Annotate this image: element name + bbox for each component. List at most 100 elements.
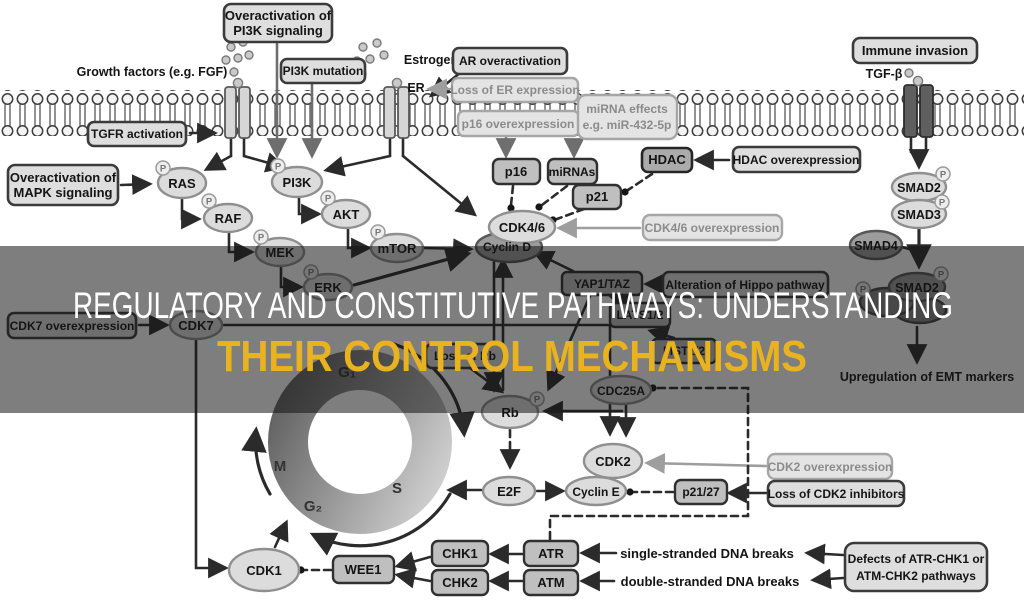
akt-node [320, 198, 372, 230]
cdk2-overexpression-label: CDK2 overexpression [768, 460, 893, 474]
pi3k-node [270, 165, 324, 199]
atr-label: ATR [538, 546, 564, 561]
p-badge-raf: P [201, 193, 217, 209]
overact-mapk-box [6, 163, 120, 207]
banner-title-line1: REGULATORY AND CONSTITUTIVE PATHWAYS: UN… [73, 285, 953, 326]
ar-overactivation-box [451, 46, 569, 76]
edge-er-cdk46 [401, 154, 478, 217]
smad3-node [890, 198, 948, 230]
edge-hdac-p21-inhibit [626, 172, 654, 192]
immune-invasion-label: Immune invasion [862, 43, 968, 58]
overact-mapk-line1: Overactivation of [10, 170, 117, 185]
p21-label: p21 [586, 189, 608, 204]
inhibit-dot-cdk46-b [535, 203, 543, 211]
chk1-node [430, 539, 490, 568]
cycle-arc-left [241, 426, 272, 496]
p2127-label: p21/27 [682, 485, 720, 499]
chk2-node [430, 568, 490, 597]
phase-s-label: S [392, 480, 402, 497]
inhibit-dot-cdk46-a [507, 204, 515, 212]
edge-chk1-wee1 [394, 551, 432, 572]
inhibit-dot-p21 [621, 188, 629, 196]
mirna-effects-box [576, 93, 679, 141]
growth-factors-label: Growth factors (e.g. FGF) [77, 65, 228, 79]
ras-label: RAS [168, 176, 196, 191]
wee1-label: WEE1 [345, 562, 382, 577]
overact-pi3k-box [222, 2, 334, 44]
phase-g2-label: G₂ [304, 498, 322, 515]
p-badge-ras: P [155, 160, 171, 176]
cdk2-overexpression-box [766, 452, 894, 481]
cdk2-label: CDK2 [595, 454, 630, 469]
ar-overactivation-label: AR overactivation [459, 54, 561, 68]
edge-chk2-wee1 [394, 567, 432, 589]
cdk46-label: CDK4/6 [499, 220, 545, 235]
p16-overexpression-label: p16 overexpression [462, 117, 575, 131]
immune-invasion-box [851, 36, 979, 65]
hdac-node [640, 146, 694, 174]
pi3k-label: PI3K [283, 175, 313, 190]
defects-line2: ATM-CHK2 pathways [856, 569, 976, 583]
hdac-label: HDAC [648, 152, 686, 167]
loss-cdk2-box [766, 479, 906, 508]
cdk2-node [582, 442, 644, 480]
edge-p21-cdk46-inhibit [555, 207, 586, 221]
wee1-node [331, 554, 396, 585]
p16-label: p16 [505, 164, 527, 179]
growth-factor-receptor [224, 77, 251, 139]
p-badge-raf-label: P [206, 197, 213, 208]
overact-pi3k-line1: Overactivation of [225, 8, 332, 23]
akt-label: AKT [333, 207, 360, 222]
p-badge-mtor-label: P [375, 228, 382, 239]
hdac-overexpression-label: HDAC overexpression [733, 153, 860, 167]
p-badge-mtor: P [370, 224, 386, 240]
inhibit-dot-cycline [626, 488, 634, 496]
tgfr-activation-label: TGFR activation [91, 127, 183, 141]
estrogen-label: Estrogen [404, 53, 458, 67]
cyclin-e-node [564, 475, 628, 507]
e2f-node [481, 475, 537, 507]
pi3k-mutation-box [279, 57, 367, 85]
cdk1-node [227, 547, 301, 593]
banner-title-line2: THEIR CONTROL MECHANISMS [217, 332, 807, 381]
mirna-effects-line1: miRNA effects [586, 102, 668, 116]
banner-overlay [0, 246, 1024, 413]
tgfr-activation-box [86, 120, 188, 148]
edge-receptor1-ras [203, 151, 233, 171]
edge-ras-raf [180, 197, 202, 230]
cdk46-node [487, 209, 557, 245]
p-badge-mek: P [253, 229, 269, 245]
mirnas-label: miRNAs [549, 165, 596, 179]
edge-cdk2over-cdk2 [644, 453, 768, 474]
tgfb-label: TGF-β [866, 67, 903, 81]
p-badge-mek-label: P [258, 233, 265, 244]
smad3-label: SMAD3 [897, 208, 941, 222]
p-badge-akt: P [320, 190, 336, 206]
cdk46-overexpression-label: CDK4/6 overexpression [645, 221, 780, 235]
p21-node [571, 183, 623, 211]
ssb-label: single-stranded DNA breaks [620, 546, 794, 561]
callouts-top: Overactivation of PI3K signaling PI3K mu… [6, 2, 979, 207]
loss-er-label: Loss of ER expression [450, 83, 579, 97]
edge-mapk-ras [119, 174, 153, 195]
p-badge-pi3k-label: P [275, 162, 282, 173]
overact-pi3k-line2: PI3K signaling [233, 23, 323, 38]
cyclin-e-label: Cyclin E [572, 485, 619, 499]
phase-m-label: M [274, 458, 287, 475]
edge-er-pi3k [323, 154, 392, 177]
p-badge-pi3k: P [270, 158, 286, 174]
edge-akt-mtor [346, 227, 372, 259]
defects-box [843, 541, 989, 593]
cdk1-label: CDK1 [246, 563, 281, 578]
lower-nodes: E2F CDK2 Cyclin E p21/27 CDK2 overexpres… [227, 442, 989, 597]
p-badge-akt-label: P [325, 194, 332, 205]
chk1-label: CHK1 [442, 546, 477, 561]
ras-node [156, 166, 208, 200]
pi3k-mutation-label: PI3K mutation [283, 64, 364, 78]
edge-mirnas-cdk46-inhibit [540, 184, 569, 207]
edge-cdk7-cdk1 [194, 338, 229, 579]
atr-node [522, 539, 580, 568]
p-badge-smad2-label: P [940, 170, 947, 181]
